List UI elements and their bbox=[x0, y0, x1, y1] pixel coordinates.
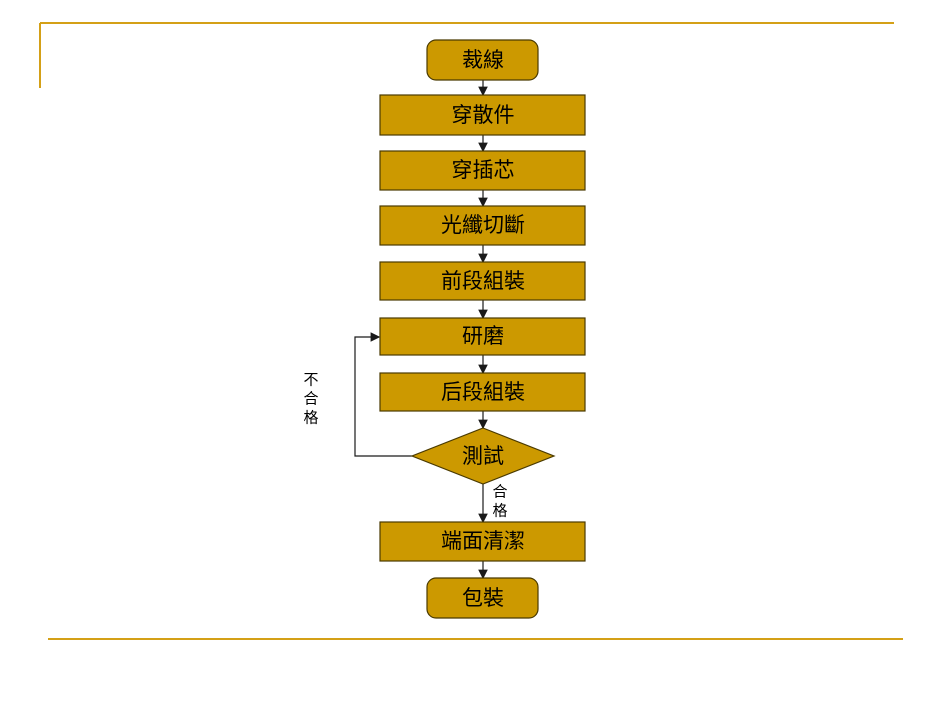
fail-label: 不 合 格 bbox=[303, 371, 318, 427]
node-step2-shape bbox=[379, 150, 586, 191]
fail-label-char-3: 格 bbox=[303, 409, 318, 427]
node-step1-label: 穿散件 bbox=[452, 103, 515, 127]
node-step5: 研磨 bbox=[379, 317, 586, 356]
pass-label-char-2: 格 bbox=[492, 502, 507, 520]
node-end-shape bbox=[426, 577, 539, 619]
node-step1: 穿散件 bbox=[379, 94, 586, 136]
node-start-label: 裁線 bbox=[462, 48, 504, 72]
node-step7-shape bbox=[379, 521, 586, 562]
node-step3: 光纖切斷 bbox=[379, 205, 586, 246]
node-step7-label: 端面清潔 bbox=[441, 529, 525, 553]
node-step2-label: 穿插芯 bbox=[452, 158, 515, 182]
node-end-label: 包裝 bbox=[462, 586, 504, 610]
fail-label-char-1: 不 bbox=[303, 371, 318, 389]
node-step1-shape bbox=[379, 94, 586, 136]
node-end: 包裝 bbox=[426, 577, 539, 619]
node-step3-shape bbox=[379, 205, 586, 246]
node-step6-shape bbox=[379, 372, 586, 412]
connectors bbox=[354, 80, 488, 580]
node-step5-label: 研磨 bbox=[462, 324, 504, 348]
node-start: 裁線 bbox=[426, 39, 539, 81]
node-step2: 穿插芯 bbox=[379, 150, 586, 191]
pass-label: 合 格 bbox=[492, 483, 507, 520]
node-step4-shape bbox=[379, 261, 586, 301]
node-step7: 端面清潔 bbox=[379, 521, 586, 562]
node-decision-shape bbox=[410, 427, 556, 485]
node-start-shape bbox=[426, 39, 539, 81]
node-step4-label: 前段組裝 bbox=[441, 269, 525, 293]
node-step3-label: 光纖切斷 bbox=[441, 213, 525, 237]
node-step4: 前段組裝 bbox=[379, 261, 586, 301]
node-step6: 后段組裝 bbox=[379, 372, 586, 412]
node-decision: 測試 bbox=[410, 427, 556, 485]
arrow-fail-loop bbox=[354, 332, 412, 457]
node-decision-label: 測試 bbox=[462, 444, 504, 468]
fail-label-char-2: 合 bbox=[303, 390, 318, 408]
pass-label-char-1: 合 bbox=[492, 483, 507, 501]
node-step6-label: 后段組裝 bbox=[441, 380, 525, 404]
node-step5-shape bbox=[379, 317, 586, 356]
